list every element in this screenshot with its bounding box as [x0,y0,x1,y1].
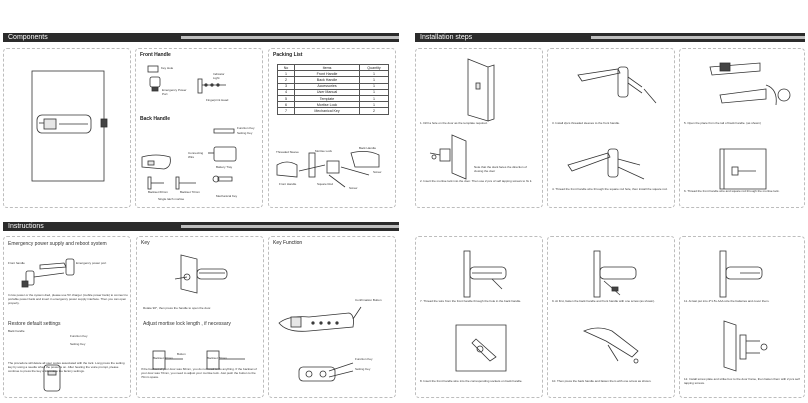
label-indicator-light: Indicator Light [213,72,225,80]
cell: 2 [359,107,389,115]
step-11-illustration [719,250,763,298]
section-title-components: Components [8,34,48,41]
step-5-illustration [709,62,791,106]
exploded-view-illustration [276,151,380,188]
label-emergency-port: Emergency Power Port [162,88,187,96]
label-fingerprint-head: Fingerprint Head [206,98,229,102]
label-backset-60: Backset 60mm [148,190,168,194]
label-connecting-wire: Connecting Wire [188,151,204,159]
lock-overview-illustration [31,70,108,182]
label-setting-key: Setting Key [237,131,253,135]
panel-handles: Front Handle Key Hole Emergency Power Po… [135,48,263,208]
label-mortise-lock: Mortise Lock [315,149,333,153]
key-illustration [152,254,245,370]
label-key-hole: Key Hole [161,66,174,70]
step-12-illustration [723,320,768,372]
label-screw-1: Screw [373,170,382,174]
mortise-body: If the backset of your door was 60mm, yo… [141,367,257,379]
label-function-key-restore: Function Key [70,334,88,338]
label-front-handle: Front Handle [279,182,297,186]
step-6-text: 6. Thread the front handle wire and squa… [684,189,780,193]
step-2-illustration [429,134,467,180]
label-mortise-backset-60: Backset 60mm [153,356,173,360]
front-handle-title: Front Handle [140,52,171,58]
step-3-text: 3. Install 2pcs threaded sleeves to the … [552,121,620,125]
mortise-title: Adjust mortise lock length , if necessar… [143,321,231,327]
restore-body: The procedure will delete all user codes… [8,361,125,373]
key-title: Key [141,240,150,246]
step-7-text: 7. Thread the wire from the front handle… [420,299,522,303]
panel-step-9-10: 9. At first, fasten the back handle and … [547,236,675,398]
label-function-key-kf: Function Key [355,357,373,361]
key-function-illustration [278,306,362,382]
label-single-latch: Single latch mortise [158,197,185,201]
step-4-illustration [567,148,645,180]
emergency-illustration [21,258,75,392]
section-bar-components: Components [3,33,399,42]
step-9-illustration [593,250,637,298]
panel-step-1: 1. Drill a hole on the door as the templ… [415,48,543,208]
step-3-illustration [577,66,657,104]
section-bar-installation: Installation steps [415,33,805,42]
label-function-key: Function Key [237,126,255,130]
section-title-installation: Installation steps [420,34,473,41]
section-bar-instructions: Instructions [3,222,399,231]
label-mortise-backset-70: Backset 70mm [207,356,227,360]
label-setting-key-restore: Setting Key [70,342,86,346]
step-2-note: Note that the slant faces the direction … [474,165,527,173]
step-9-text: 9. At first, fasten the back handle and … [552,299,656,303]
section-title-instructions: Instructions [8,223,44,230]
panel-key-function: Key Function Confirmation Button Functio… [268,236,396,398]
step-1-text: 1. Drill a hole on the door as the templ… [420,121,488,125]
key-function-title: Key Function [273,240,303,246]
key-rotate-text: Rotate 90°, then press the handle to ope… [143,306,212,310]
emergency-body: In low power or the system died, please … [8,293,128,305]
panel-key-mortise: Key Rotate 90°, then press the handle to… [136,236,264,398]
label-backset-70: Backset 70mm [180,190,200,194]
packing-list-title: Packing List [273,52,303,58]
step-4-text: 4. Thread the front handle wire through … [552,187,668,191]
step-8-text: 8. Insert the front handle wire into the… [420,379,523,383]
label-emergency-port-2: Emergency power port [76,261,107,265]
step-11-text: 11. At last put into 4*1.5v AAA size the… [684,299,770,303]
panel-emergency-restore: Emergency power supply and reboot system… [3,236,131,398]
step-10-text: 10. Then press the back handle and faste… [552,379,652,383]
label-back-handle: Back Handle [359,146,377,150]
emergency-title: Emergency power supply and reboot system [8,241,107,247]
label-setting-key-kf: Setting Key [355,367,371,371]
panel-lock-overview [3,48,131,208]
panel-step-7-8: 7. Thread the wire from the front handle… [415,236,543,398]
label-threaded-sleeve: Threaded Sleeve [276,150,299,154]
label-square-rod: Square Rod [317,182,334,186]
label-button: Button [177,352,186,356]
label-back-handle-restore: Back handle [8,329,25,333]
panel-step-5-6: 5. Open the place from the tail of back … [679,48,805,208]
step-2-text: 2. Insert the mortise lock into the door… [420,179,533,183]
front-handle-illustration [141,65,237,190]
step-5-text: 5. Open the place from the tail of back … [684,121,761,125]
label-front-handle-emergency: Front handle [8,261,25,265]
step-12-text: 12. Install screw plate and strike box t… [684,377,800,385]
panel-step-11-12: 11. At last put into 4*1.5v AAA size the… [679,236,805,398]
restore-title: Restore default settings [8,321,61,327]
label-mechanical-key: Mechanical Key [216,194,238,198]
step-8-illustration [455,324,507,372]
back-handle-title: Back Handle [140,116,171,122]
step-7-illustration [463,250,507,298]
step-1-illustration [467,58,495,122]
label-battery-tray: Battery Tray [216,165,233,169]
step-10-illustration [583,327,639,364]
label-confirmation-button: Confirmation Button [355,298,382,302]
label-screw-2: Screw [349,186,358,190]
step-6-illustration [719,148,767,190]
panel-step-3-4: 3. Install 2pcs threaded sleeves to the … [547,48,675,208]
